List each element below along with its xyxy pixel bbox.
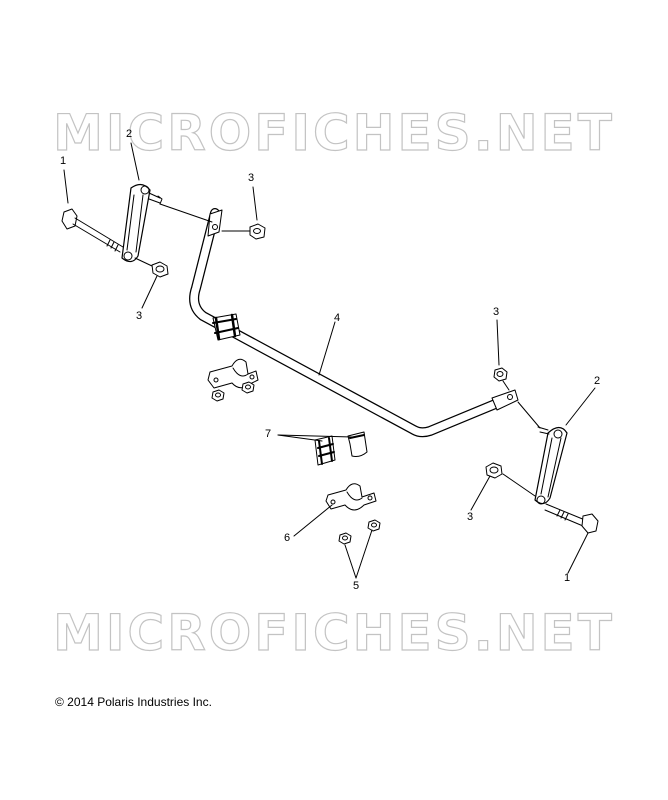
callout-6: 6: [284, 532, 291, 544]
callout-3-right-bottom: 3: [467, 511, 474, 523]
callout-4: 4: [334, 312, 341, 324]
bolt-right: [544, 503, 599, 534]
stabilizer-bar: [189, 208, 519, 438]
callout-3-left: 3: [136, 310, 143, 322]
nut-right-lower: [485, 462, 503, 479]
watermark-top: MICROFICHES.NET: [53, 103, 615, 162]
bracket-nuts-loose: [338, 519, 381, 545]
copyright-text: © 2014 Polaris Industries Inc.: [55, 695, 212, 709]
bracket-left-nuts: [211, 381, 255, 402]
callout-2-right: 2: [594, 375, 601, 387]
callout-1-left: 1: [60, 155, 67, 167]
callout-1-right: 1: [564, 572, 571, 584]
link-arm-right: [534, 426, 568, 505]
bracket-left: [207, 358, 259, 389]
callout-7: 7: [265, 428, 272, 440]
callout-3-top: 3: [248, 172, 255, 184]
bolt-left: [61, 208, 124, 253]
callout-5: 5: [353, 580, 360, 592]
link-arm-left: [121, 183, 163, 263]
nut-left-lower: [151, 261, 169, 278]
callout-2-left: 2: [126, 128, 133, 140]
watermark-bottom: MICROFICHES.NET: [53, 603, 615, 662]
bracket-loose: [325, 483, 377, 511]
bushing-pair: [314, 431, 368, 466]
callout-3-right-top: 3: [493, 306, 500, 318]
nut-top: [249, 223, 266, 240]
nut-right-upper: [493, 367, 508, 382]
